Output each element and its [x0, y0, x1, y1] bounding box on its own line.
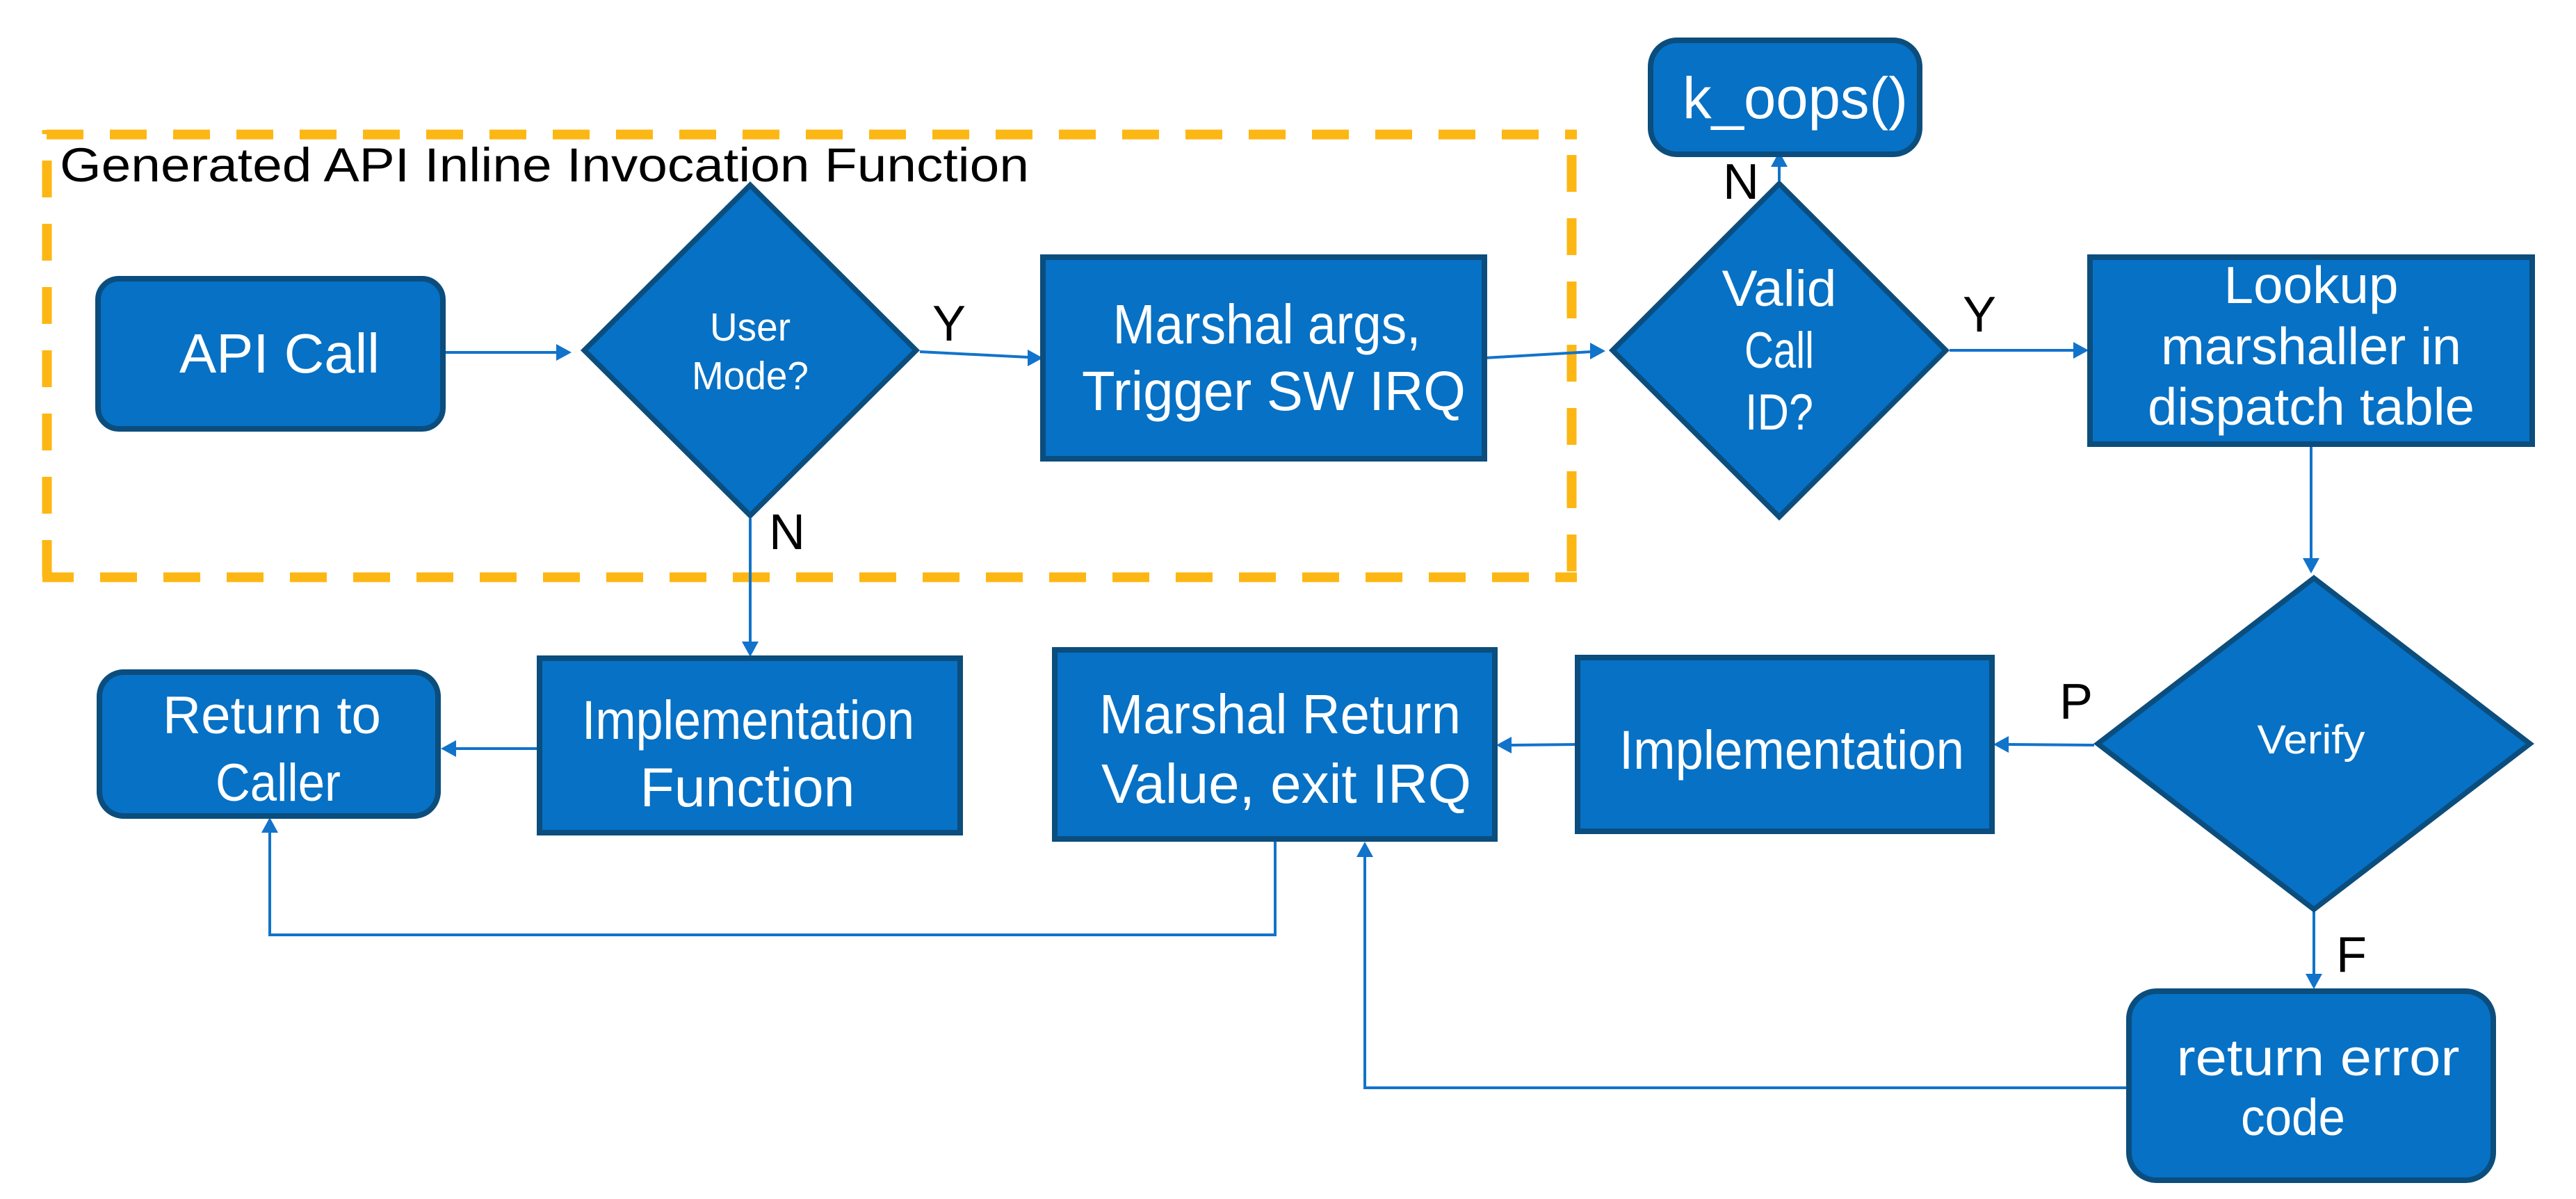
svg-text:ID?: ID?	[1745, 384, 1813, 441]
svg-text:API Call: API Call	[179, 323, 380, 384]
svg-text:User: User	[710, 305, 791, 350]
svg-text:F: F	[2336, 927, 2367, 983]
svg-text:return error: return error	[2177, 1029, 2460, 1086]
svg-text:Return to: Return to	[163, 686, 381, 745]
svg-text:Y: Y	[1963, 287, 1996, 343]
svg-text:Caller: Caller	[216, 753, 341, 813]
svg-text:N: N	[769, 505, 805, 560]
svg-text:Generated API Inline Invocatio: Generated API Inline Invocation Function	[60, 138, 1029, 192]
svg-text:k_oops(): k_oops()	[1683, 65, 1908, 131]
svg-text:Trigger SW IRQ: Trigger SW IRQ	[1082, 360, 1466, 422]
svg-text:marshaller in: marshaller in	[2161, 317, 2461, 375]
svg-text:Y: Y	[932, 296, 966, 352]
svg-text:Marshal Return: Marshal Return	[1099, 683, 1461, 745]
svg-text:Valid: Valid	[1722, 261, 1837, 317]
svg-text:Lookup: Lookup	[2224, 256, 2399, 314]
svg-text:dispatch table: dispatch table	[2148, 377, 2474, 436]
svg-text:Implementation: Implementation	[582, 689, 914, 751]
svg-text:code: code	[2241, 1088, 2345, 1146]
svg-text:N: N	[1723, 154, 1759, 210]
svg-text:Function: Function	[640, 756, 855, 818]
svg-text:Mode?: Mode?	[692, 354, 809, 398]
svg-text:Value, exit IRQ: Value, exit IRQ	[1101, 753, 1471, 815]
svg-text:Call: Call	[1744, 323, 1814, 379]
svg-text:P: P	[2059, 674, 2093, 730]
svg-text:Verify: Verify	[2258, 717, 2365, 762]
svg-text:Implementation: Implementation	[1619, 719, 1964, 781]
svg-text:Marshal args,: Marshal args,	[1113, 293, 1421, 355]
